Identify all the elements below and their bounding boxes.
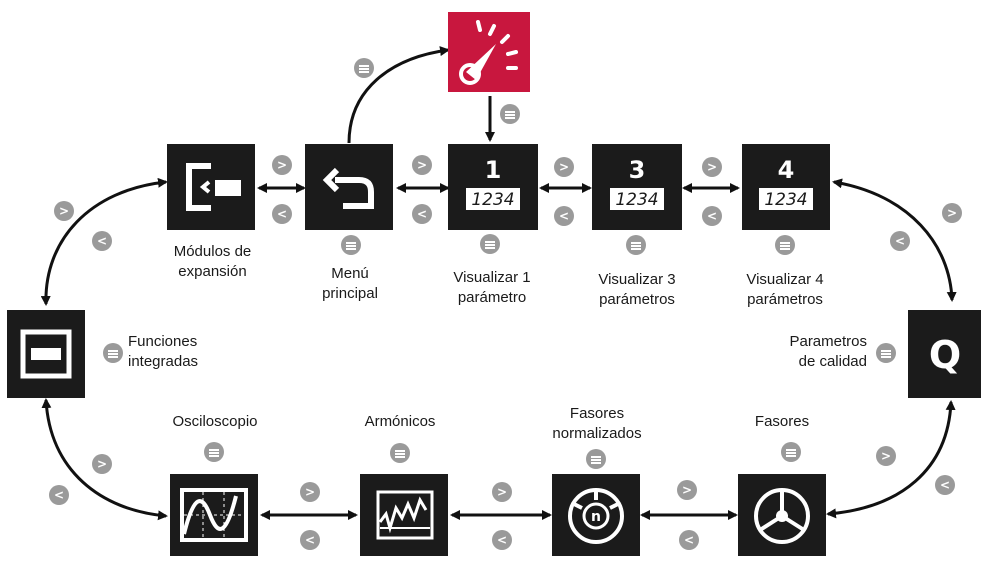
arrow-expansion-functions <box>40 177 168 306</box>
view3-label: Visualizar 3 parámetros <box>598 271 676 308</box>
prev-button-vis3-vis4[interactable]: < <box>702 206 722 226</box>
quality-tile[interactable]: Q <box>908 310 981 398</box>
next-button-harm-norm[interactable]: > <box>492 482 512 502</box>
next-button-osc-harm[interactable]: > <box>300 482 320 502</box>
view1-tile[interactable]: 1 1234 <box>448 144 538 230</box>
functions-label: Funciones integradas <box>128 333 199 370</box>
prev-button-harm-norm[interactable]: < <box>492 530 512 550</box>
view3-display-icon: 3 1234 <box>610 156 664 210</box>
gauge-tile[interactable] <box>448 12 530 92</box>
prev-button-left-lower[interactable]: < <box>49 485 69 505</box>
prev-button-left-upper[interactable]: < <box>92 231 112 251</box>
harmonics-label: Armónicos <box>364 413 436 430</box>
ok-button-phasors[interactable] <box>781 442 801 462</box>
view4-display-icon: 4 1234 <box>759 156 813 210</box>
functions-tile[interactable] <box>7 310 85 398</box>
view1-label: Visualizar 1 parámetro <box>453 269 531 306</box>
ok-button-vis1[interactable] <box>480 234 500 254</box>
next-button-expansion-menu[interactable]: > <box>272 155 292 175</box>
phasors-tile[interactable] <box>738 474 826 556</box>
view3-value: 1234 <box>615 190 658 210</box>
return-arrow-icon <box>322 167 374 209</box>
view1-value: 1234 <box>471 190 514 210</box>
ok-button-normalized[interactable] <box>586 449 606 469</box>
arrow-menu-gauge <box>347 46 450 144</box>
ok-button-oscilloscope[interactable] <box>204 442 224 462</box>
view4-value: 1234 <box>764 190 807 210</box>
expansion-modules-tile[interactable] <box>167 144 255 230</box>
prev-button-right-lower[interactable]: < <box>935 475 955 495</box>
next-button-left-upper[interactable]: > <box>54 201 74 221</box>
prev-button-vis1-vis3[interactable]: < <box>554 206 574 226</box>
expansion-label: Módulos de expansión <box>173 243 252 280</box>
view4-number: 4 <box>778 156 795 184</box>
prev-button-osc-harm[interactable]: < <box>300 530 320 550</box>
view3-number: 3 <box>629 156 646 184</box>
view1-number: 1 <box>485 156 502 184</box>
arrow-functions-oscilloscope <box>41 398 168 521</box>
sine-wave-icon <box>180 488 248 542</box>
normalized-phasors-tile[interactable]: n <box>552 474 640 556</box>
ok-button-gauge[interactable] <box>354 58 374 78</box>
normalized-phasor-icon: n <box>568 488 624 544</box>
gauge-meter-icon <box>459 20 518 85</box>
main-menu-tile[interactable] <box>305 144 393 230</box>
ok-button-harmonics[interactable] <box>390 443 410 463</box>
phasors-label: Fasores <box>754 413 810 430</box>
arrow-vis4-quality <box>832 178 957 302</box>
next-button-vis3-vis4[interactable]: > <box>702 157 722 177</box>
prev-button-expansion-menu[interactable]: < <box>272 204 292 224</box>
quality-letter: Q <box>929 333 961 377</box>
view4-tile[interactable]: 4 1234 <box>742 144 830 230</box>
oscilloscope-tile[interactable] <box>170 474 258 556</box>
next-button-norm-phasors[interactable]: > <box>677 480 697 500</box>
harmonics-tile[interactable] <box>360 474 448 556</box>
harmonic-wave-icon <box>376 490 434 540</box>
ok-button-functions[interactable] <box>103 343 123 363</box>
next-button-left-lower[interactable]: > <box>92 454 112 474</box>
prev-button-norm-phasors[interactable]: < <box>679 530 699 550</box>
ok-button-vis3[interactable] <box>626 235 646 255</box>
prev-button-right-upper[interactable]: < <box>890 231 910 251</box>
normalized-phasors-label: Fasores normalizados <box>552 405 642 442</box>
quality-q-icon: Q <box>929 333 961 377</box>
prev-button-menu-vis1[interactable]: < <box>412 204 432 224</box>
view1-display-icon: 1 1234 <box>466 156 520 210</box>
ok-button-gauge-bottom[interactable] <box>500 104 520 124</box>
ok-button-vis4[interactable] <box>775 235 795 255</box>
next-button-vis1-vis3[interactable]: > <box>554 157 574 177</box>
expansion-module-icon <box>186 163 241 211</box>
ok-button-quality[interactable] <box>876 343 896 363</box>
view3-tile[interactable]: 3 1234 <box>592 144 682 230</box>
oscilloscope-label: Osciloscopio <box>172 413 258 430</box>
phasor-diagram-icon <box>754 488 810 544</box>
arrow-quality-phasors <box>826 400 956 519</box>
next-button-menu-vis1[interactable]: > <box>412 155 432 175</box>
next-button-right-lower[interactable]: > <box>876 446 896 466</box>
main-menu-label: Menú principal <box>322 265 378 302</box>
ok-button-menu[interactable] <box>341 235 361 255</box>
quality-label: Parametros de calidad <box>789 333 867 370</box>
view4-label: Visualizar 4 parámetros <box>746 271 824 308</box>
next-button-right-upper[interactable]: > <box>942 203 962 223</box>
window-panel-icon <box>20 329 72 379</box>
normalized-letter: n <box>591 509 601 525</box>
